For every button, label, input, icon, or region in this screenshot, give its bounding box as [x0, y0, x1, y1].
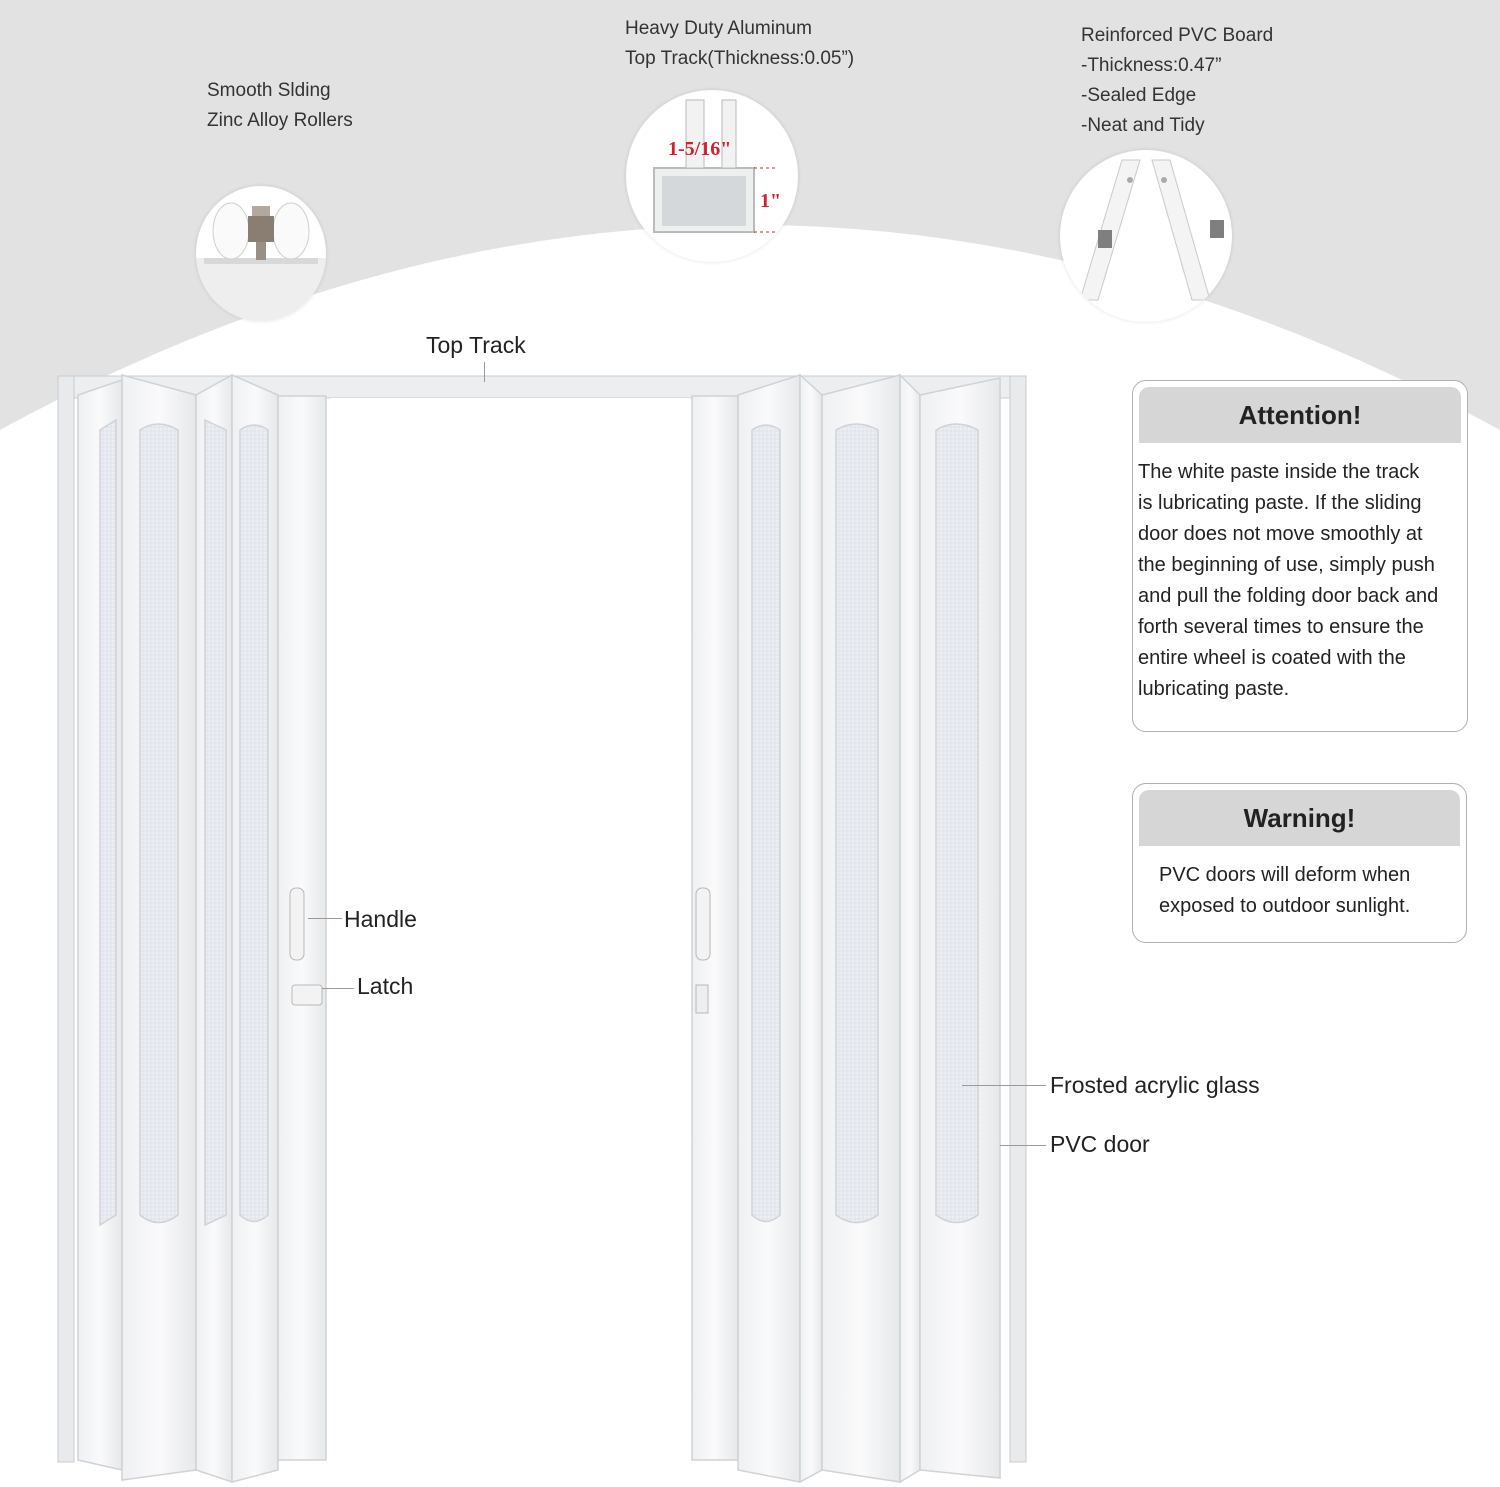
attention-line: and pull the folding door back and: [1138, 585, 1439, 607]
track-line1: Heavy Duty Aluminum: [625, 18, 812, 39]
attention-line: The white paste inside the track: [1138, 461, 1420, 483]
attention-line: the beginning of use, simply push: [1138, 554, 1435, 576]
attention-line: lubricating paste.: [1138, 678, 1290, 700]
warning-title: Warning!: [1139, 790, 1460, 846]
top-track-label: Top Track: [426, 332, 526, 358]
track-profile-icon: [653, 99, 776, 233]
warning-line: PVC doors will deform when: [1159, 864, 1411, 886]
track-detail-image: 1-5/16" 1": [626, 90, 798, 262]
board-line3: -Sealed Edge: [1081, 85, 1197, 106]
attention-box: Attention! The white paste inside the tr…: [1132, 380, 1468, 732]
pvc-door-leader: [1000, 1145, 1046, 1146]
latch-label: Latch: [357, 973, 414, 999]
handle-label: Handle: [344, 906, 417, 932]
latch-leader: [322, 988, 354, 989]
latch-shape: [291, 984, 323, 1006]
frosted-glass-leader: [962, 1085, 1046, 1086]
attention-line: door does not move smoothly at: [1138, 523, 1423, 545]
latch-strike-shape: [695, 984, 709, 1014]
board-detail-image: [1060, 150, 1232, 322]
top-track-leader: [484, 362, 485, 382]
warning-line: exposed to outdoor sunlight.: [1159, 895, 1411, 917]
frosted-glass-label: Frosted acrylic glass: [1050, 1072, 1260, 1098]
handle-leader: [308, 918, 342, 919]
track-width-dimension: 1-5/16": [668, 138, 732, 160]
right-door-panels: [691, 373, 1001, 1484]
rollers-line2: Zinc Alloy Rollers: [207, 110, 353, 131]
track-line2: Top Track(Thickness:0.05”): [625, 48, 855, 69]
pvc-door-label: PVC door: [1050, 1131, 1150, 1157]
attention-line: entire wheel is coated with the: [1138, 647, 1406, 669]
board-callout: Reinforced PVC Board -Thickness:0.47” -S…: [1081, 21, 1273, 141]
rollers-callout: Smooth Slding Zinc Alloy Rollers: [207, 76, 353, 136]
right-handle-shape: [695, 887, 711, 961]
warning-box: Warning! PVC doors will deform when expo…: [1132, 783, 1467, 943]
left-handle-shape: [289, 887, 305, 961]
warning-text: PVC doors will deform when exposed to ou…: [1159, 860, 1410, 922]
board-line2: -Thickness:0.47”: [1081, 55, 1222, 76]
track-height-dimension: 1": [760, 190, 782, 212]
left-door-panels: [77, 373, 327, 1484]
attention-line: forth several times to ensure the: [1138, 616, 1424, 638]
rollers-line1: Smooth Slding: [207, 80, 331, 101]
board-line1: Reinforced PVC Board: [1081, 25, 1274, 46]
attention-line: is lubricating paste. If the sliding: [1138, 492, 1422, 514]
attention-text: The white paste inside the track is lubr…: [1138, 457, 1438, 705]
board-line4: -Neat and Tidy: [1081, 115, 1205, 136]
track-callout: Heavy Duty Aluminum Top Track(Thickness:…: [625, 14, 854, 74]
attention-title: Attention!: [1139, 387, 1461, 443]
folding-hinge-icon: [1079, 159, 1224, 301]
